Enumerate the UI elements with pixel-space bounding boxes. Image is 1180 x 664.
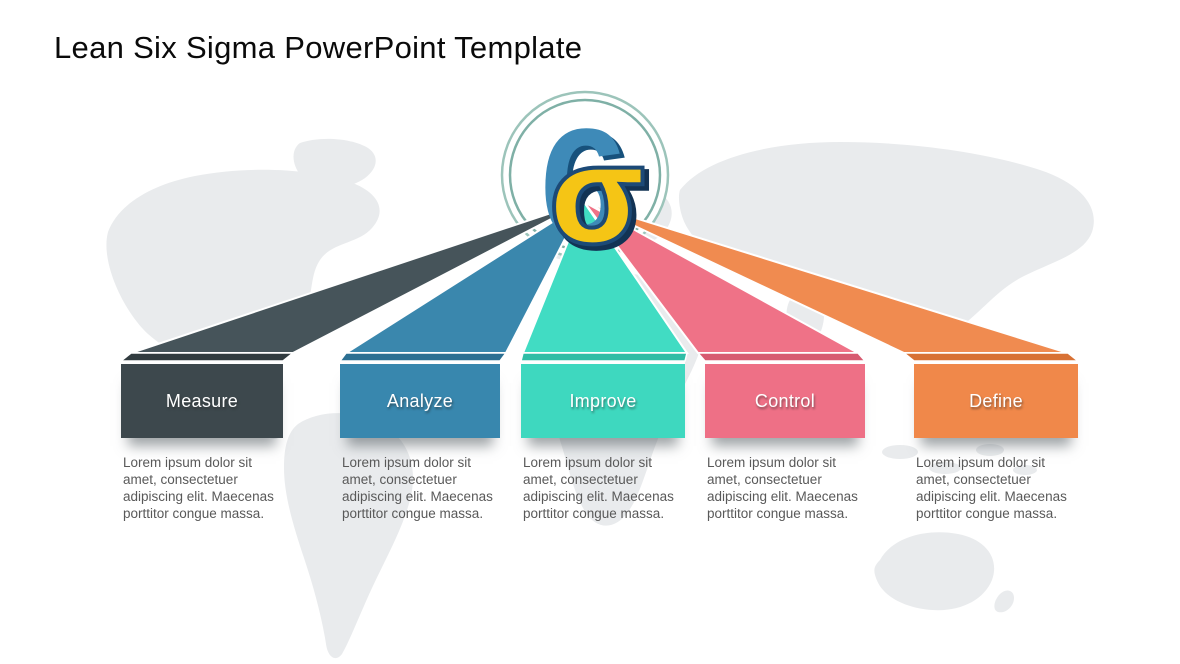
map-australia <box>874 532 995 611</box>
step-label-control: Control <box>754 390 816 411</box>
step-box-measure[interactable]: Measure <box>121 361 283 438</box>
step-label-improve: Improve <box>569 390 637 411</box>
step-label-analyze: Analyze <box>386 390 454 411</box>
step-description-improve: Lorem ipsum dolor sit amet, consectetuer… <box>523 455 674 521</box>
step-description-analyze: Lorem ipsum dolor sit amet, consectetuer… <box>342 455 493 521</box>
step-label-measure: Measure <box>165 390 239 411</box>
box-bevels <box>118 352 1081 362</box>
bevel-define <box>901 352 1081 362</box>
step-label-define: Define <box>969 390 1023 411</box>
step-measure: Measure Lorem ipsum dolor sit amet, cons… <box>121 361 283 521</box>
map-island <box>882 445 918 459</box>
six-glyph-shadow: 6 <box>545 99 634 278</box>
map-island <box>929 462 961 474</box>
bevel-measure <box>118 352 296 362</box>
step-description-control: Lorem ipsum dolor sit amet, consectetuer… <box>707 455 858 521</box>
rays <box>130 199 1069 354</box>
step-box-control[interactable]: Control <box>705 361 865 438</box>
step-control: Control Lorem ipsum dolor sit amet, cons… <box>705 361 865 521</box>
sigma-glyph: σ <box>551 119 643 270</box>
step-description-measure: Lorem ipsum dolor sit amet, consectetuer… <box>123 455 274 521</box>
step-description-define: Lorem ipsum dolor sit amet, consectetuer… <box>916 455 1067 521</box>
sigma-glyph-shadow: σ <box>555 123 647 274</box>
step-box-analyze[interactable]: Analyze <box>340 361 500 438</box>
bevel-improve <box>520 352 688 362</box>
step-improve: Improve Lorem ipsum dolor sit amet, cons… <box>521 361 685 521</box>
bevel-control <box>696 352 867 362</box>
map-island <box>1013 465 1037 475</box>
step-analyze: Analyze Lorem ipsum dolor sit amet, cons… <box>340 361 500 521</box>
map-new-zealand <box>994 590 1014 613</box>
six-glyph: 6 <box>540 95 629 274</box>
slide-title: Lean Six Sigma PowerPoint Template <box>54 30 583 65</box>
step-define: Define Lorem ipsum dolor sit amet, conse… <box>914 361 1078 521</box>
map-south-america <box>284 413 414 659</box>
six-sigma-logo: 6 6 σ σ <box>540 95 652 279</box>
map-asia <box>678 142 1094 346</box>
map-island <box>976 444 1004 456</box>
step-box-improve[interactable]: Improve <box>521 361 685 438</box>
step-box-define[interactable]: Define <box>914 361 1078 438</box>
bevel-analyze <box>338 352 508 362</box>
